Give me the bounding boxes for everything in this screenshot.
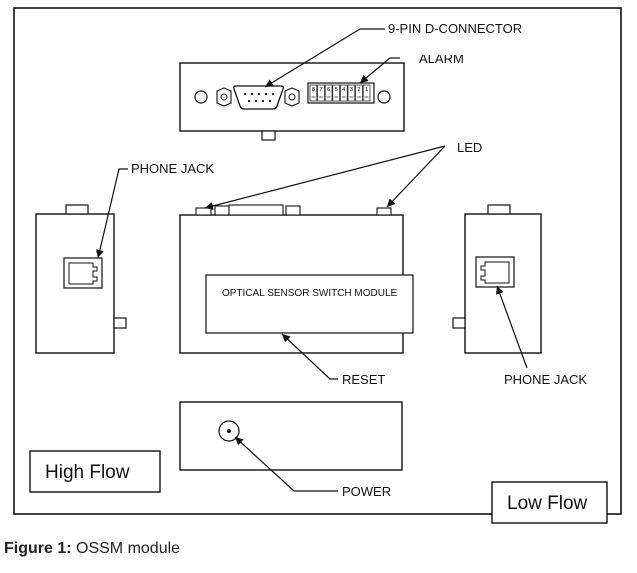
alarm-pin-number: 2 — [357, 87, 360, 93]
alarm-pin-number: 7 — [319, 87, 322, 93]
alarm-pin-number: 6 — [327, 87, 330, 93]
phone-jack-right-label: PHONE JACK — [504, 372, 587, 387]
figure-caption-prefix: Figure 1: — [4, 540, 72, 557]
power-unit — [179, 401, 403, 471]
alarm-pin-number: 5 — [335, 87, 338, 93]
led-label: LED — [457, 140, 482, 155]
figure-caption: Figure 1: OSSM module — [4, 540, 180, 558]
module-label-box — [205, 274, 414, 334]
alarm-pin-number: 1 — [365, 87, 368, 93]
alarm-pin-number: 8 — [312, 87, 315, 93]
high-flow-label: High Flow — [45, 462, 130, 483]
figure-caption-text: OSSM module — [71, 540, 181, 557]
reset-label: RESET — [342, 372, 385, 387]
alarm-pin-number: 4 — [342, 87, 345, 93]
phone-jack-icon — [63, 257, 103, 289]
phone-jack-icon — [475, 256, 515, 288]
alarm-pin-cell — [340, 84, 348, 102]
low-flow-label: Low Flow — [507, 493, 588, 514]
phone-jack-left-label: PHONE JACK — [131, 161, 214, 176]
reset-leader — [281, 333, 338, 380]
module-label: OPTICAL SENSOR SWITCH MODULE — [222, 288, 398, 299]
low-flow-box — [491, 481, 608, 524]
alarm-pin-cell — [362, 84, 371, 102]
phone-jack-right-leader — [495, 285, 528, 369]
led-leader-right — [386, 145, 446, 208]
alarm-leader — [359, 57, 400, 84]
alarm-pin-cell — [332, 84, 340, 102]
outer-frame — [13, 7, 622, 515]
right-phone-jack-unit — [452, 204, 542, 354]
power-leader — [234, 436, 338, 492]
d-connector-label: 9-PIN D-CONNECTOR — [388, 21, 522, 36]
alarm-pin-number: 3 — [350, 87, 353, 93]
alarm-pin-cell — [317, 84, 325, 102]
power-label: POWER — [342, 484, 391, 499]
alarm-pin-cell — [309, 84, 318, 102]
alarm-pin-cell — [347, 84, 356, 102]
phone-jack-left-leader — [95, 168, 128, 259]
power-jack-icon — [218, 420, 240, 442]
left-phone-jack-unit — [35, 204, 127, 354]
alarm-pin-cell — [355, 84, 363, 102]
d-connector-leader — [264, 28, 385, 88]
center-module: OPTICAL SENSOR SWITCH MODULE — [179, 204, 414, 354]
d-connector-icon — [216, 85, 300, 110]
high-flow-box — [29, 450, 161, 493]
led-leader-left — [204, 145, 446, 210]
alarm-pin-cell — [324, 84, 333, 102]
